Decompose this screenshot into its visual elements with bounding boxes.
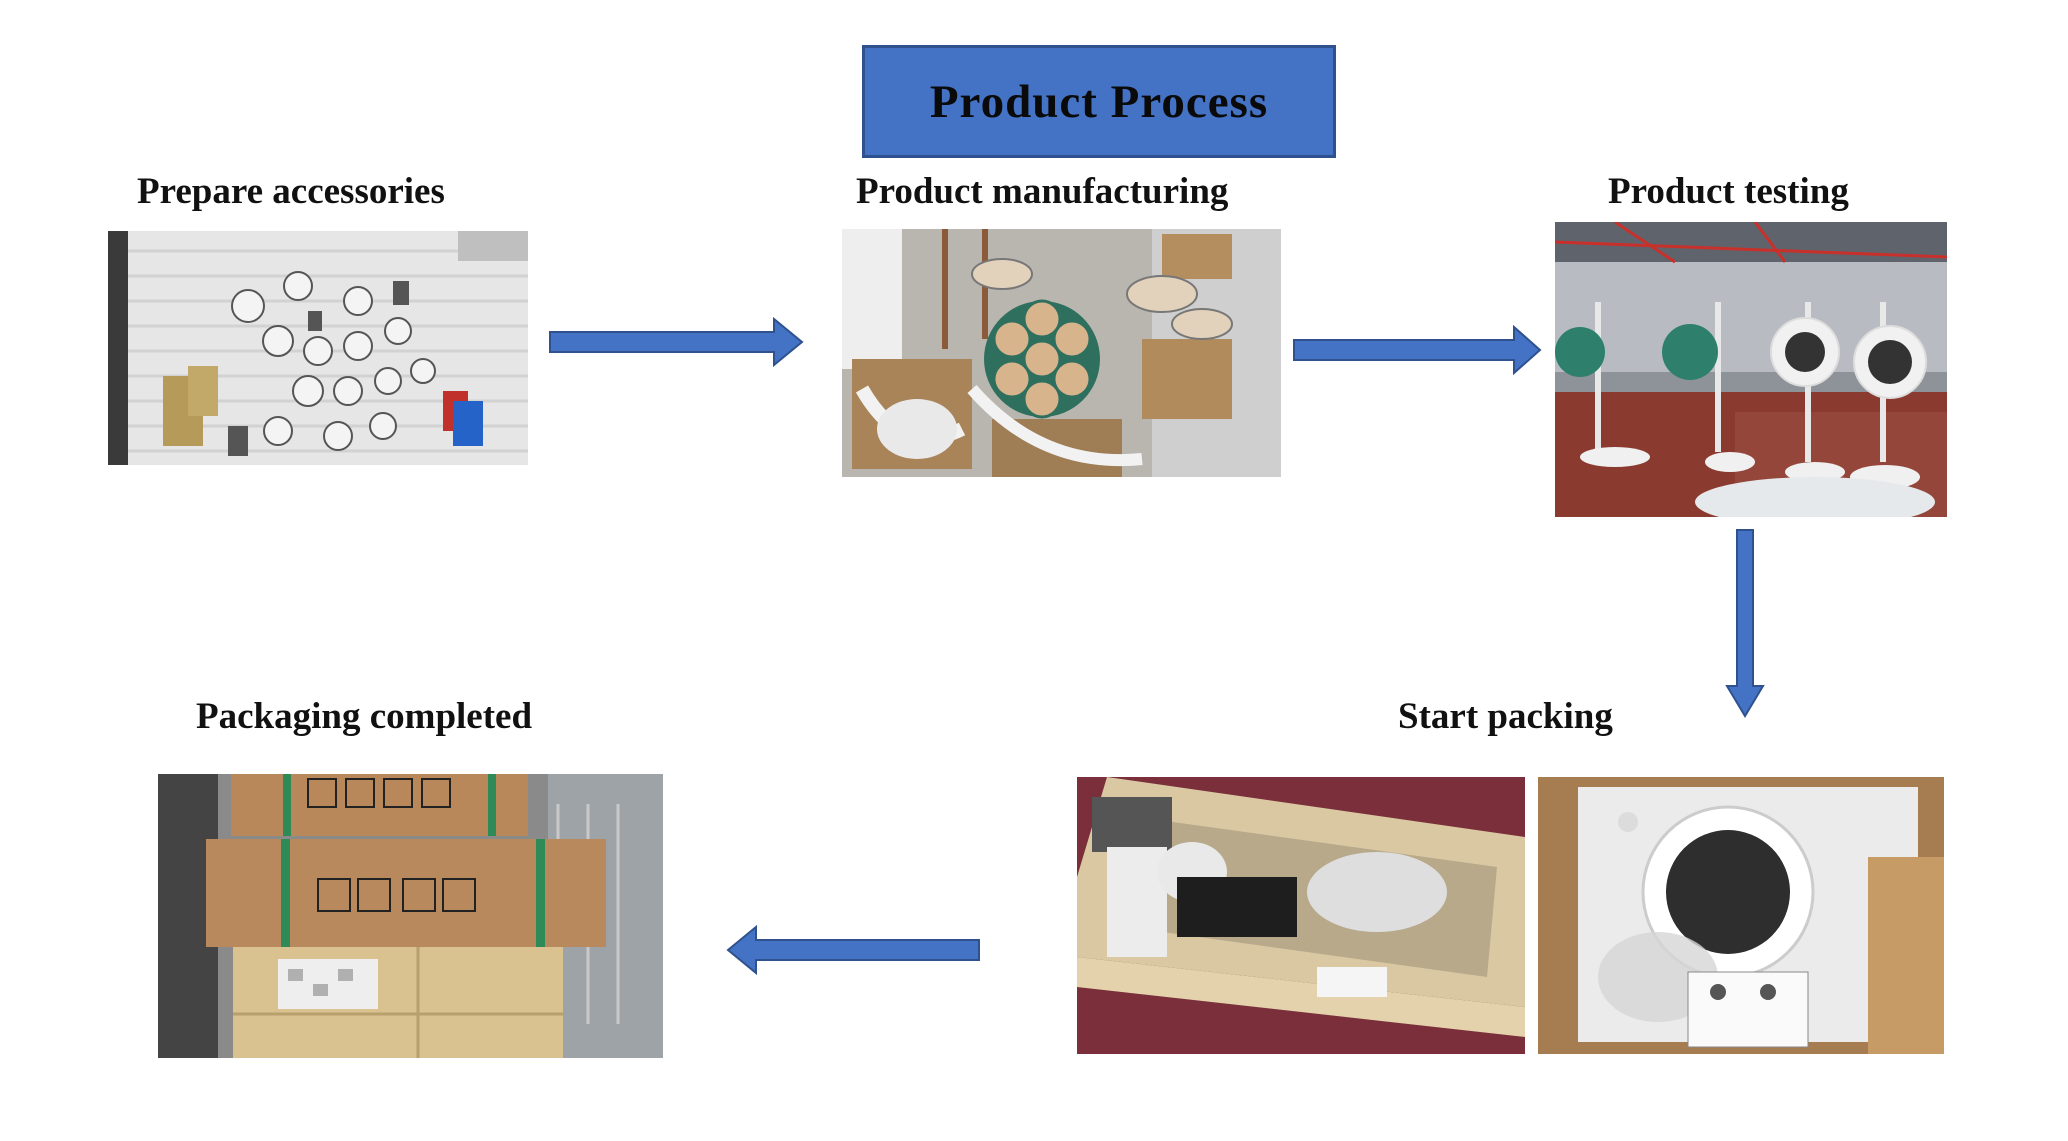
page-title: Product Process <box>929 75 1269 128</box>
arrow-right-2 <box>1292 325 1542 375</box>
packaging-completed-photo <box>158 774 663 1058</box>
start-packing-crate-photo <box>1077 777 1525 1054</box>
prepare-accessories-photo <box>108 231 528 465</box>
label-start-packing: Start packing <box>1398 696 1613 737</box>
label-prepare-accessories: Prepare accessories <box>137 171 445 212</box>
arrow-right-1 <box>548 317 804 367</box>
label-packaging-completed: Packaging completed <box>196 696 533 737</box>
title-box: Product Process <box>862 45 1336 158</box>
arrow-left <box>726 925 981 975</box>
label-product-testing: Product testing <box>1608 171 1849 212</box>
arrow-down <box>1725 528 1765 718</box>
product-manufacturing-photo <box>842 229 1281 477</box>
product-testing-photo <box>1555 222 1947 517</box>
label-product-manufacturing: Product manufacturing <box>856 171 1229 212</box>
start-packing-box-photo <box>1538 777 1944 1054</box>
